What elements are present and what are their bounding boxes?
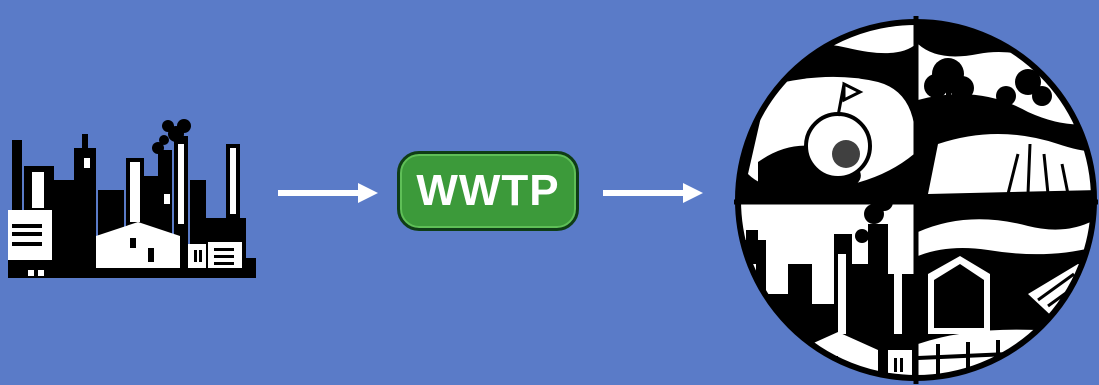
arrow-right-icon xyxy=(603,183,703,203)
industrial-city-icon xyxy=(728,193,916,384)
farm-agriculture-icon xyxy=(918,204,1098,384)
arrow-right-icon xyxy=(278,183,378,203)
wwtp-process-box: WWTP xyxy=(397,151,579,231)
park-landscape-icon xyxy=(918,4,1098,200)
reuse-destinations-circle xyxy=(728,4,1098,384)
industrial-city-icon xyxy=(8,118,256,278)
wwtp-label: WWTP xyxy=(416,166,559,216)
